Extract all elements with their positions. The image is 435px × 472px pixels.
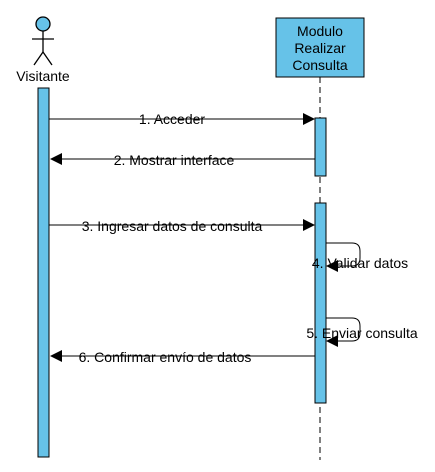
- message-4-label: 4. Validar datos: [312, 255, 408, 271]
- component-activation-bar-2: [314, 202, 327, 404]
- component-label-line2: Realizar: [294, 40, 346, 56]
- component-box: [275, 17, 365, 78]
- actor-activation-bar: [37, 87, 50, 458]
- message-4-self-arrow: [326, 242, 361, 272]
- component-activation-bar-1: [314, 117, 327, 177]
- message-6-label: 6. Confirmar envío de datos: [79, 349, 252, 365]
- message-1-label: 1. Acceder: [139, 111, 205, 127]
- message-3-label: 3. Ingresar datos de consulta: [82, 218, 263, 234]
- actor-stick-figure-icon: [32, 16, 54, 66]
- message-5-self-arrow: [326, 317, 361, 347]
- component-label-line3: Consulta: [292, 57, 347, 73]
- component-label-line1: Modulo: [297, 23, 343, 39]
- message-5-label: 5. Enviar consulta: [306, 325, 417, 341]
- actor-label: Visitante: [16, 68, 70, 84]
- message-2-label: 2. Mostrar interface: [114, 152, 235, 168]
